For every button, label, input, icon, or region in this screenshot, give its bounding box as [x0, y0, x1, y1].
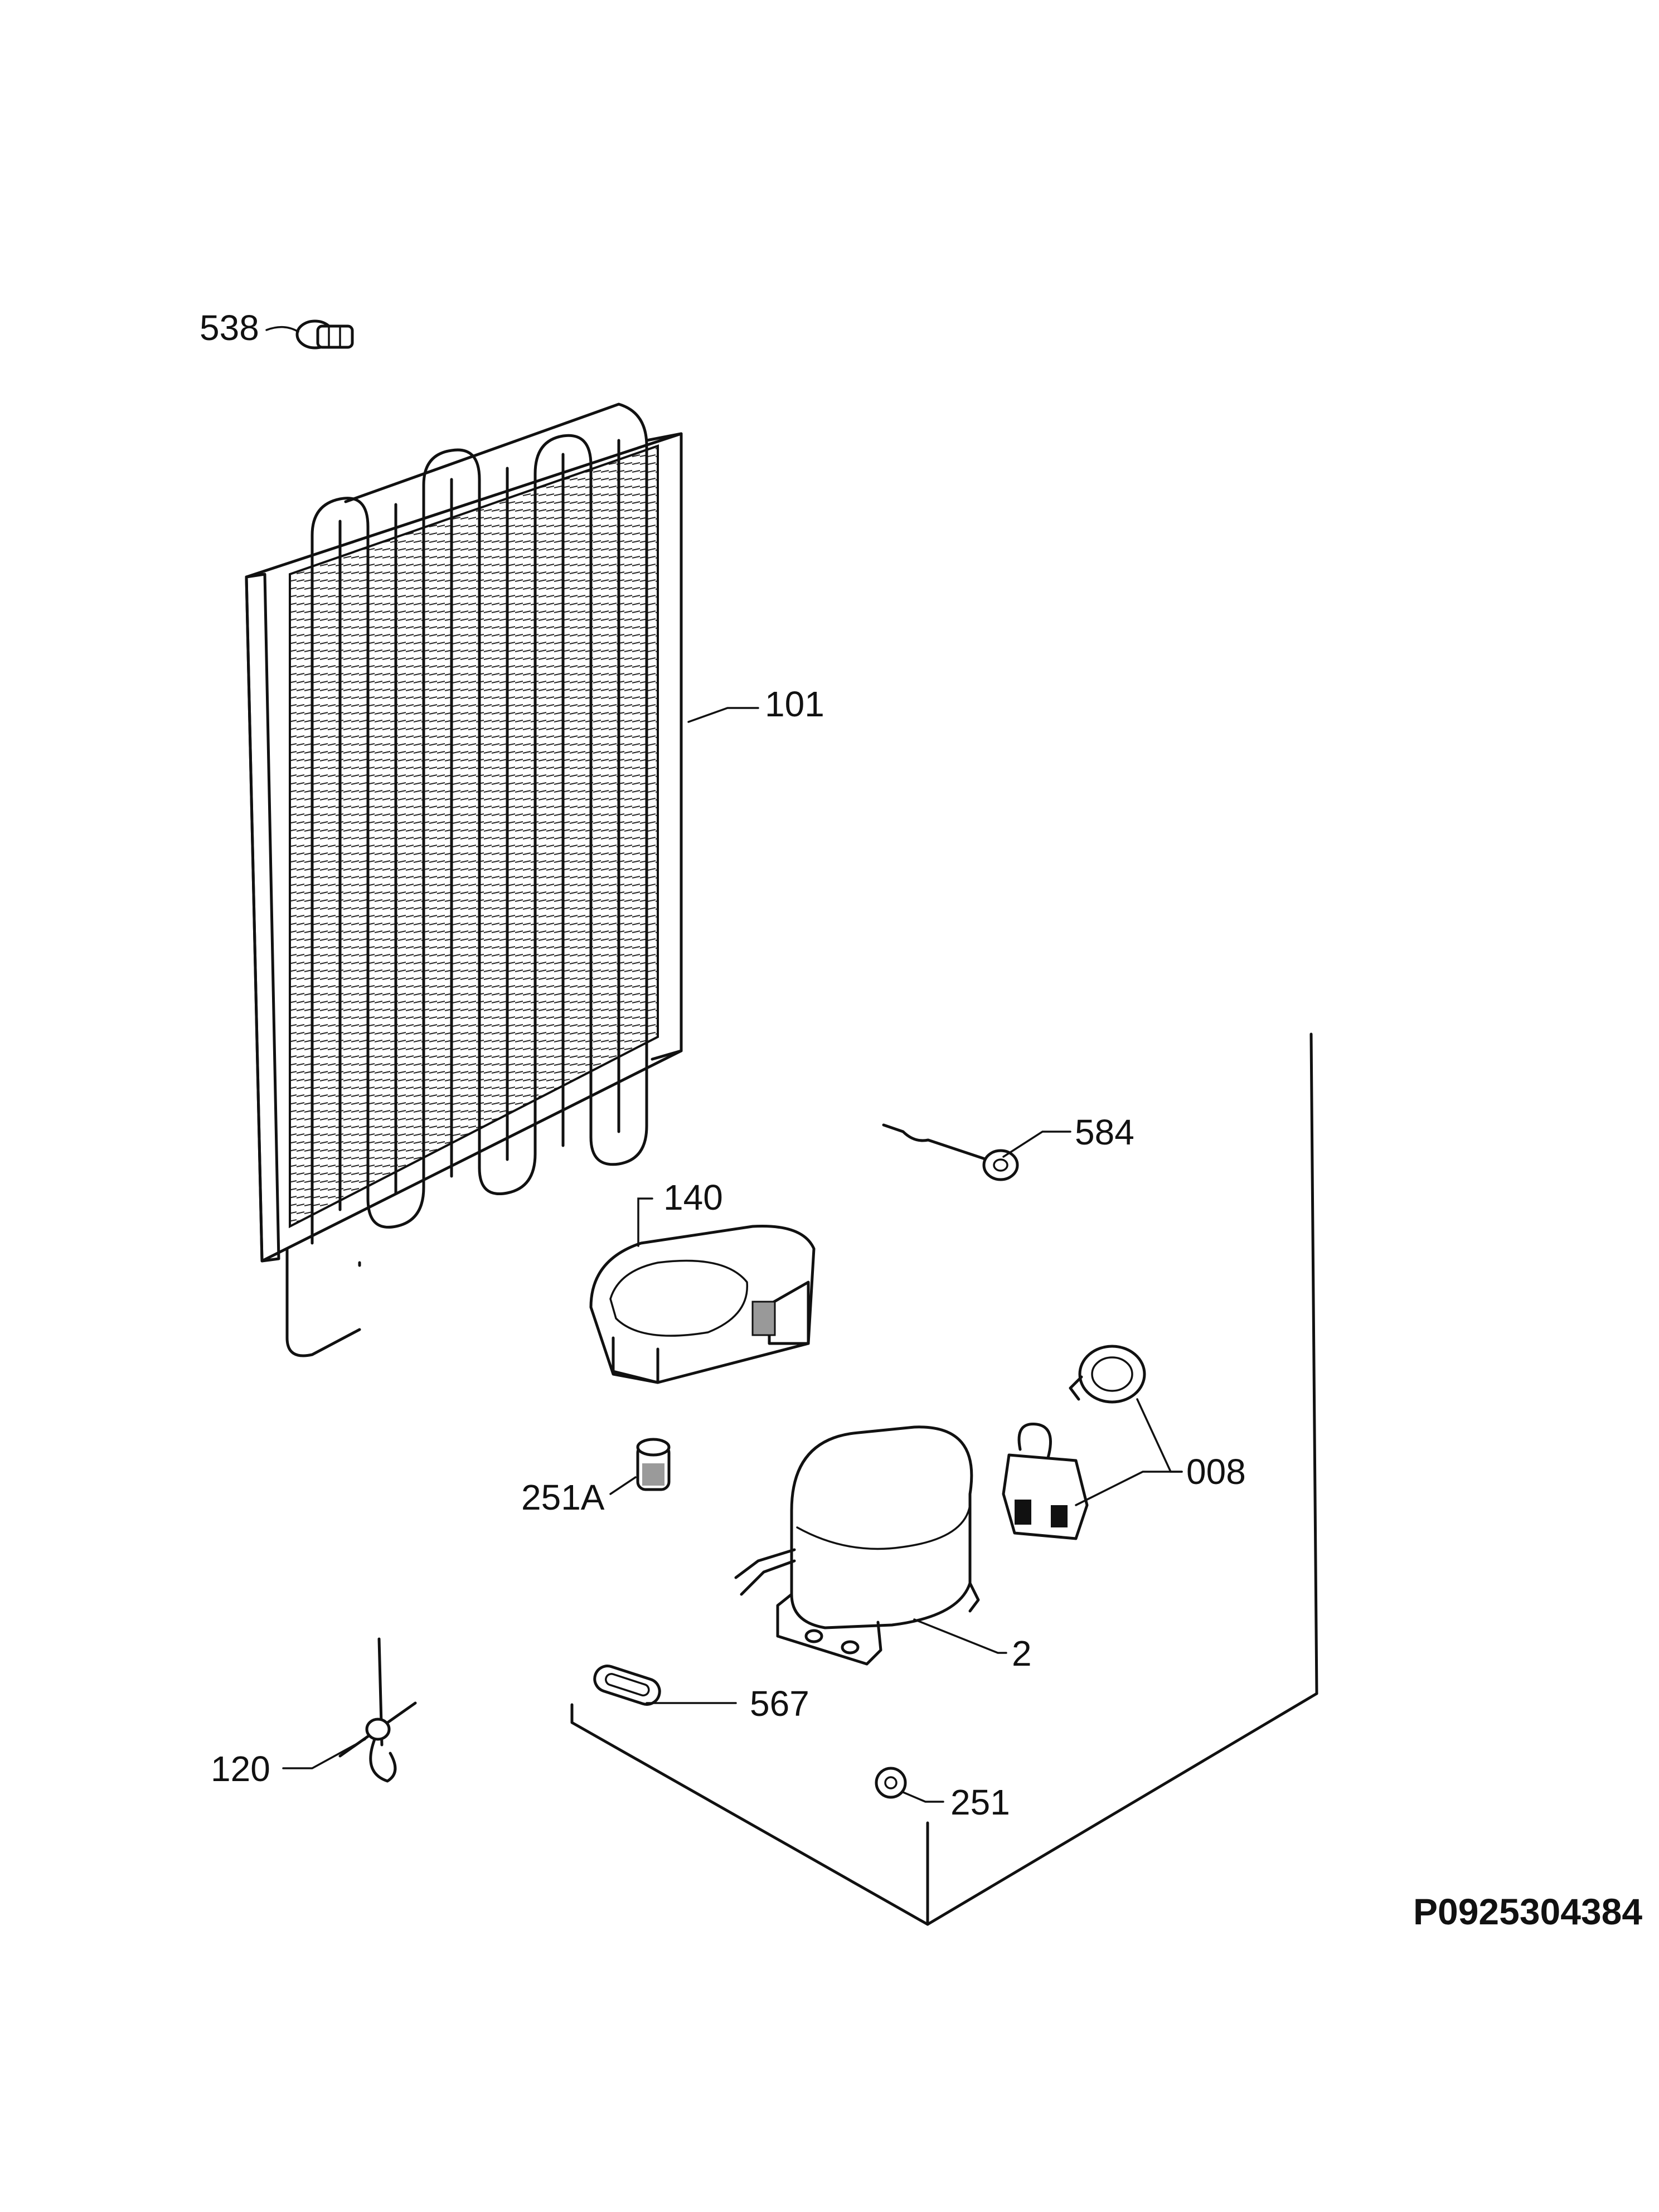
condenser-coil-loops: [285, 402, 648, 1357]
leader-lines: [265, 326, 1183, 1803]
label-584: 584: [1075, 1112, 1134, 1152]
label-101: 101: [765, 684, 824, 724]
grommet-part-251: [875, 1767, 907, 1799]
label-538: 538: [200, 308, 259, 348]
label-008: 008: [1186, 1452, 1246, 1492]
drip-tray-part-140: [589, 1225, 816, 1384]
sensor-part-584: [882, 1123, 1019, 1181]
strap-part-567: [593, 1665, 661, 1706]
grommet-part-251a: [636, 1438, 671, 1491]
valve-part-120: [338, 1637, 417, 1783]
label-140: 140: [663, 1177, 723, 1217]
label-251a: 251A: [521, 1477, 605, 1517]
label-251: 251: [950, 1782, 1010, 1822]
label-567: 567: [750, 1684, 809, 1724]
compressor-part-2: [734, 1425, 980, 1666]
label-2: 2: [1012, 1633, 1032, 1673]
clip-part-538: [295, 319, 354, 350]
part-labels: 538 101 584 140 008 251A 2 567 120 251: [200, 308, 1246, 1822]
condenser-part: [245, 402, 683, 1357]
cabinet-base-outline: [570, 1032, 1318, 1926]
relay-part-008: [1002, 1345, 1146, 1540]
label-120: 120: [211, 1749, 270, 1789]
document-code: P0925304384: [1413, 1891, 1642, 1932]
